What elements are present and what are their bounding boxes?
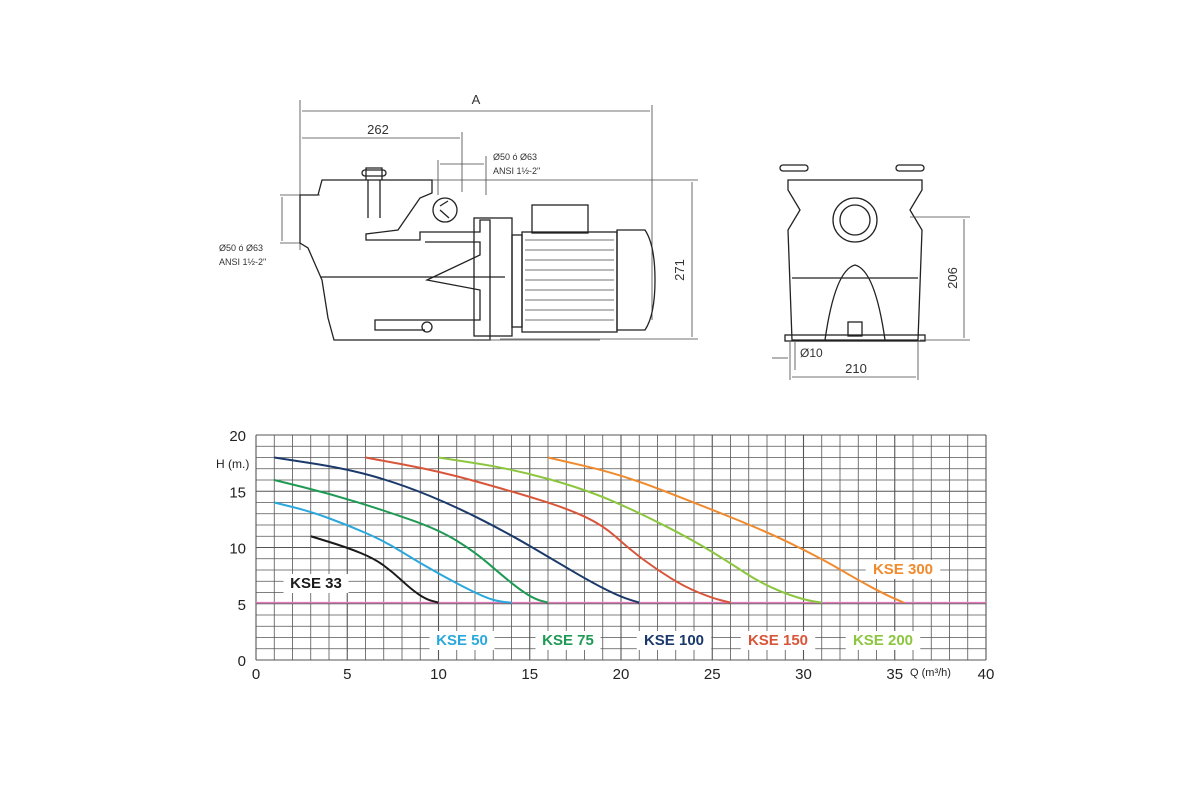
- series-label: KSE 50: [436, 632, 488, 649]
- x-tick-label: 40: [978, 666, 995, 683]
- series-labels: KSE 33 KSE 50 KSE 75 KSE 100 KSE 150 KSE 200 K…: [283, 560, 941, 650]
- x-tick-label: 30: [795, 666, 812, 683]
- y-tick-label: 10: [229, 541, 246, 558]
- series-label: KSE 33: [290, 575, 342, 592]
- series-label-bg: [283, 574, 349, 593]
- y-tick-label: 15: [229, 484, 246, 501]
- inlet-size-label: Ø50 ó Ø63: [219, 243, 263, 253]
- x-tick-label: 5: [343, 666, 351, 683]
- series-label-bg: [740, 631, 816, 650]
- x-tick-label: 20: [613, 666, 630, 683]
- y-tick-label: 5: [238, 597, 246, 614]
- chart-curves: [274, 456, 905, 604]
- x-tick-label: 35: [886, 666, 903, 683]
- series-label: KSE 200: [853, 632, 913, 649]
- motor-fins: [525, 239, 614, 321]
- outlet-ansi-label: ANSI 1½-2": [493, 166, 540, 176]
- curve-kse-75: [274, 479, 549, 604]
- y-tick-label: 0: [238, 653, 246, 670]
- series-label-bg: [535, 631, 601, 650]
- series-label-bg: [865, 560, 941, 579]
- series-label-bg: [429, 631, 495, 650]
- dim-262-label: 262: [367, 122, 389, 137]
- axis-ticks: 0 5 10 15 20 25 30 35 40 0 5 10 15 20: [229, 428, 994, 683]
- chart-grid: [255, 434, 987, 661]
- series-label-bg: [845, 631, 921, 650]
- front-view: 206 Ø10 210: [772, 164, 970, 380]
- curve-kse-33: [310, 535, 439, 604]
- lid-knob: [365, 167, 383, 180]
- series-label: KSE 150: [748, 632, 808, 649]
- y-axis-label: H (m.): [216, 457, 249, 471]
- x-axis-label: Q (m³/h): [910, 667, 951, 679]
- dim-206-label: 206: [945, 267, 960, 289]
- curve-kse-200: [438, 456, 822, 604]
- dim-hole-label: Ø10: [800, 346, 823, 360]
- series-label: KSE 100: [644, 632, 704, 649]
- x-tick-label: 10: [430, 666, 447, 683]
- x-tick-label: 25: [704, 666, 721, 683]
- dim-271-label: 271: [672, 259, 687, 281]
- dim-210-label: 210: [845, 361, 867, 376]
- side-view: A 262 Ø50 ó Ø63 ANSI 1½-2" 271 Ø50 ó Ø63…: [219, 92, 698, 341]
- y-tick-label: 20: [229, 428, 246, 445]
- x-tick-label: 0: [252, 666, 260, 683]
- series-label-bg: [636, 631, 712, 650]
- logo-badge: [432, 197, 458, 223]
- x-tick-label: 15: [521, 666, 538, 683]
- curve-kse-150: [365, 456, 731, 604]
- curve-kse-100: [274, 456, 640, 604]
- dim-a-label: A: [472, 92, 481, 107]
- outlet-size-label: Ø50 ó Ø63: [493, 152, 537, 162]
- series-label: KSE 300: [873, 561, 933, 578]
- curve-kse-50: [274, 501, 512, 604]
- curve-kse-300: [547, 456, 905, 604]
- series-label: KSE 75: [542, 632, 594, 649]
- inlet-ansi-label: ANSI 1½-2": [219, 257, 266, 267]
